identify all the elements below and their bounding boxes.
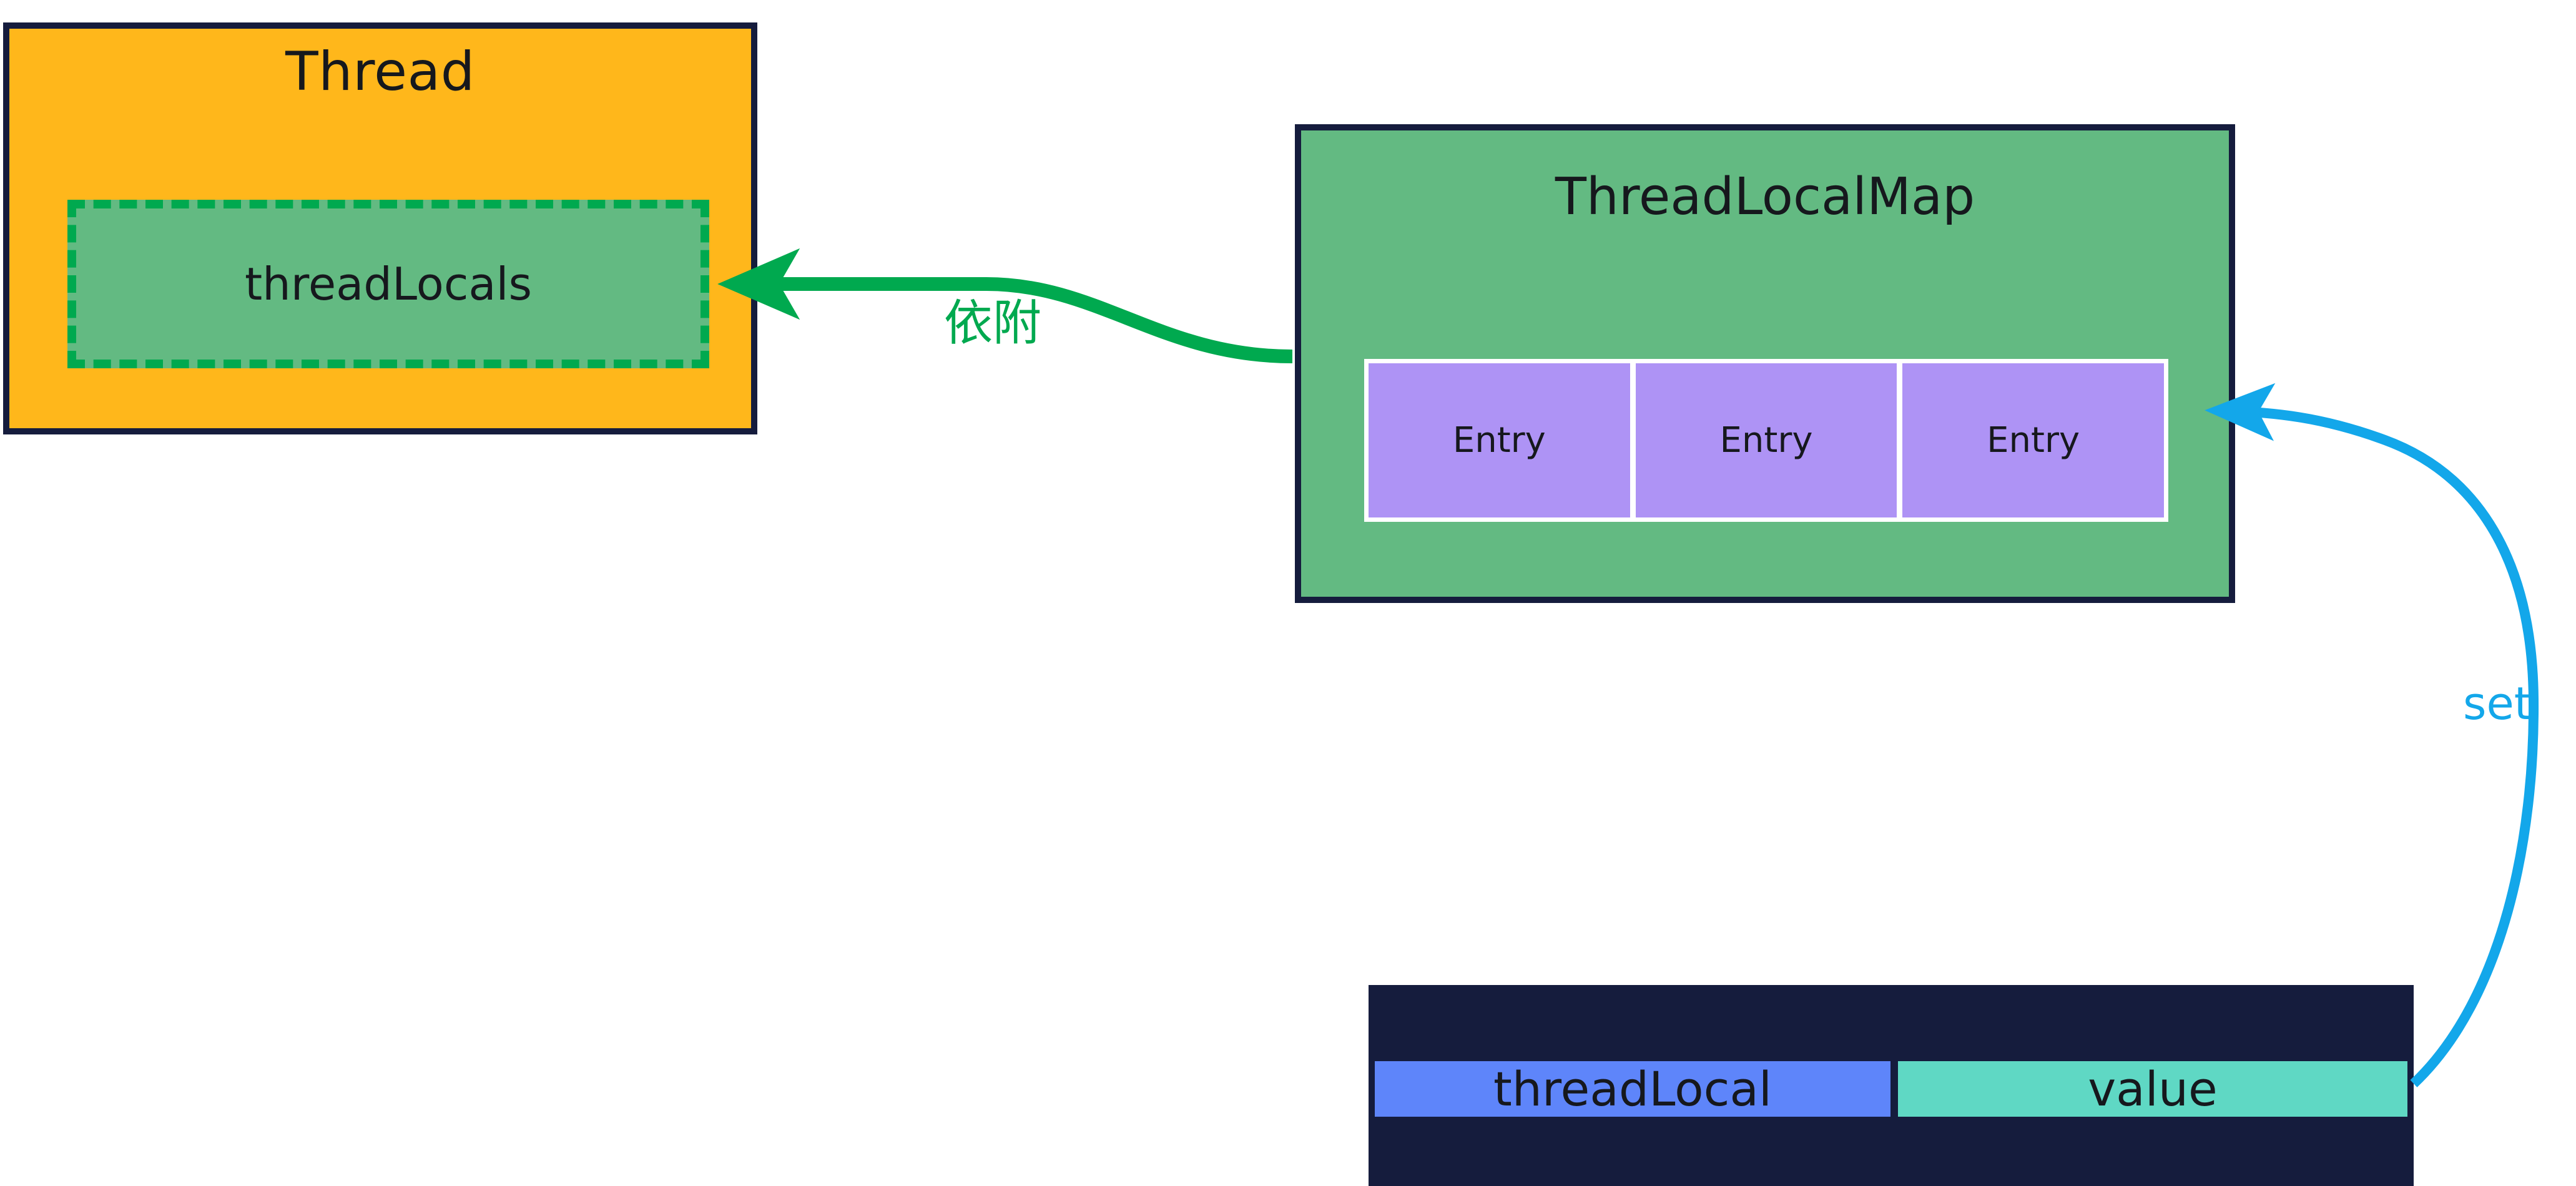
- entry-key-cell[interactable]: threadLocal: [1375, 1061, 1890, 1117]
- entry-cell-1[interactable]: Entry: [1369, 363, 1630, 517]
- threadlocals-label: threadLocals: [244, 258, 533, 310]
- threadlocals-field-box[interactable]: threadLocals: [67, 200, 709, 368]
- entry-table: Entry Entry Entry: [1364, 359, 2168, 522]
- entry-label-1: Entry: [1452, 420, 1546, 461]
- entry-detail-bar: threadLocal value: [1369, 985, 2414, 1186]
- attach-edge-label: 依附: [944, 295, 1042, 351]
- entry-value-label: value: [2088, 1061, 2218, 1117]
- entry-label-3: Entry: [1987, 420, 2080, 461]
- threadlocalmap-label: ThreadLocalMap: [1555, 167, 1975, 227]
- entry-cell-2[interactable]: Entry: [1635, 363, 1897, 517]
- entry-cell-3[interactable]: Entry: [1902, 363, 2165, 517]
- entry-label-2: Entry: [1719, 420, 1813, 461]
- set-edge-label: set: [2463, 677, 2532, 730]
- entry-key-label: threadLocal: [1493, 1061, 1772, 1117]
- thread-label: Thread: [285, 41, 475, 103]
- set-connector: [2205, 383, 2539, 1087]
- entry-value-cell[interactable]: value: [1898, 1061, 2407, 1117]
